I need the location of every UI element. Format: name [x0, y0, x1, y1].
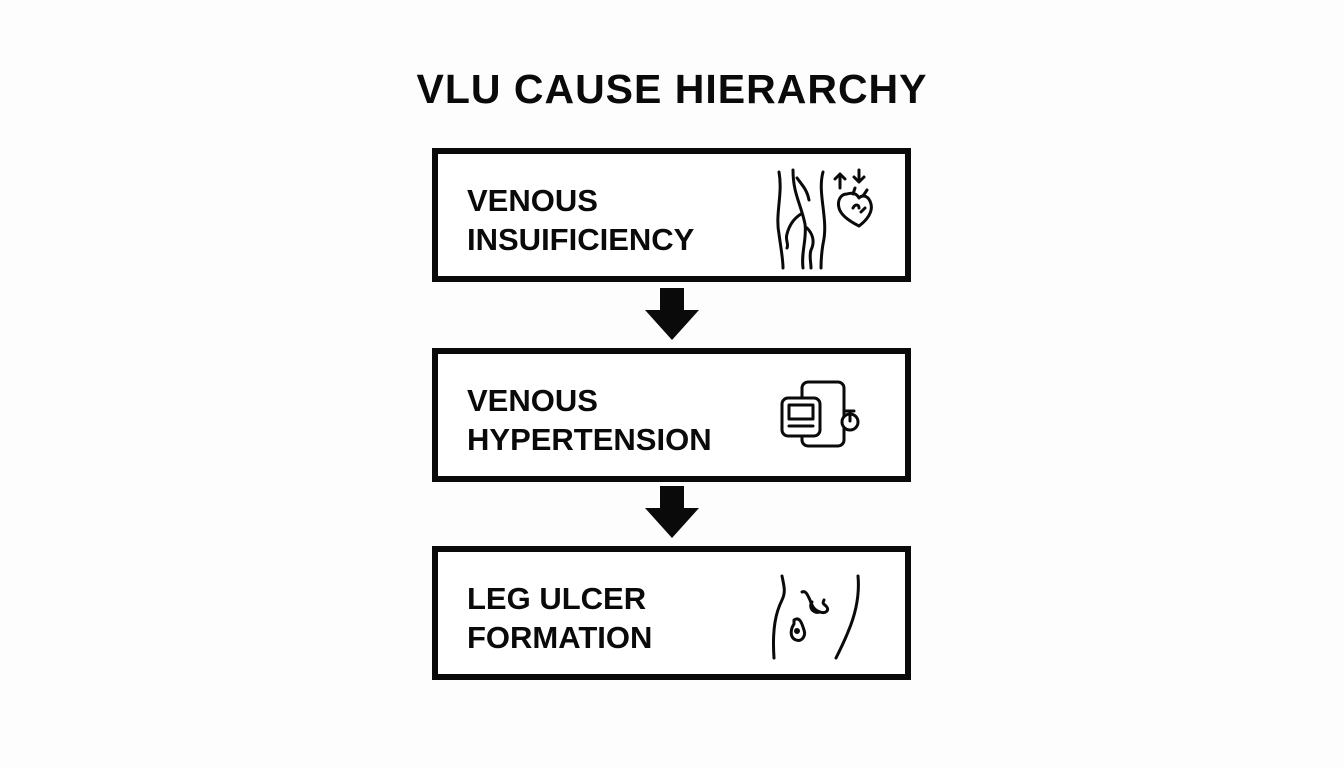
- leg-ulcer-icon: [772, 574, 860, 660]
- diagram-title: VLU CAUSE HIERARCHY: [416, 66, 928, 112]
- box-label: LEG ULCER FORMATION: [467, 579, 652, 657]
- box-label: VENOUS INSUIFICIENCY: [467, 181, 694, 259]
- box-label-line: LEG ULCER: [467, 581, 647, 616]
- box-label: VENOUS HYPERTENSION: [467, 381, 712, 459]
- box-label-line: INSUIFICIENCY: [467, 222, 695, 257]
- down-arrow-icon: [645, 486, 699, 538]
- box-label-line: HYPERTENSION: [467, 422, 712, 457]
- box-label-line: VENOUS: [467, 383, 598, 418]
- blood-pressure-monitor-icon: [780, 380, 860, 448]
- box-label-line: FORMATION: [467, 620, 653, 655]
- leg-veins-heart-icon: [776, 168, 873, 270]
- cause-box-leg-ulcer-formation: LEG ULCER FORMATION: [432, 546, 911, 680]
- down-arrow-icon: [645, 288, 699, 340]
- cause-box-venous-hypertension: VENOUS HYPERTENSION: [432, 348, 911, 482]
- cause-box-venous-insufficiency: VENOUS INSUIFICIENCY: [432, 148, 911, 282]
- box-label-line: VENOUS: [467, 183, 598, 218]
